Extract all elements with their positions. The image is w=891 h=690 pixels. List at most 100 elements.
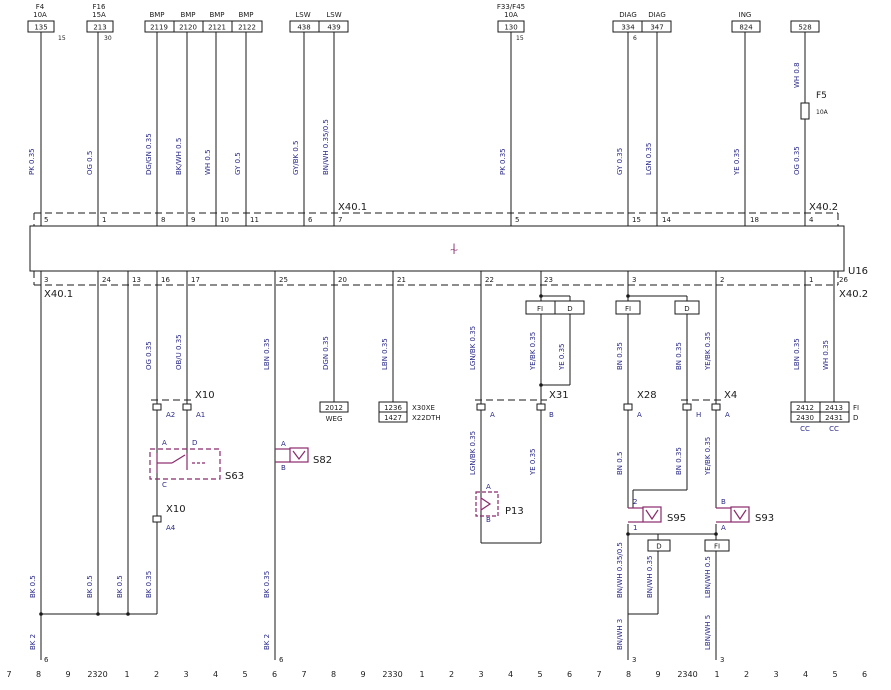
switch-name: S93 bbox=[755, 513, 774, 524]
switch-pin: B bbox=[721, 498, 726, 506]
connector-pin: 3 bbox=[44, 276, 48, 284]
reference-number: 2413 bbox=[825, 404, 843, 412]
connector-top-right-name: X40.2 bbox=[809, 202, 838, 213]
terminal-box-number: 439 bbox=[327, 24, 340, 32]
connector-icon bbox=[152, 403, 162, 411]
reference-boxes: 2012 WEG 1236 1427 X30XE X22DTH 2412 241… bbox=[319, 401, 859, 433]
terminal-pin: 30 bbox=[104, 35, 112, 42]
connector-bottom-right-name: X40.2 bbox=[839, 289, 868, 300]
connector-pin: 4 bbox=[809, 216, 814, 224]
connector-pin: A2 bbox=[166, 411, 175, 419]
connector-pin: 18 bbox=[750, 216, 759, 224]
wire-color-label: YE 0.35 bbox=[529, 448, 537, 476]
wire-color-label: PK 0.35 bbox=[499, 148, 507, 175]
reference-label: X30XE bbox=[412, 404, 435, 412]
circuit-label: BMP bbox=[209, 11, 224, 19]
connector-pin: 22 bbox=[485, 276, 494, 284]
component-s93: S93 B A bbox=[716, 498, 774, 532]
switch-pin: D bbox=[192, 439, 197, 447]
footer-grid-number: 5 bbox=[537, 670, 542, 679]
footer-grid-number: 4 bbox=[508, 670, 513, 679]
ground-pin: 3 bbox=[720, 656, 724, 664]
connector-pin: 13 bbox=[132, 276, 141, 284]
valve-icon bbox=[645, 509, 659, 521]
sensor-icon bbox=[480, 496, 492, 512]
wire-color-label: OG 0.35 bbox=[145, 341, 153, 370]
footer-grid-number: 2320 bbox=[87, 670, 107, 679]
footer-grid-number: 3 bbox=[478, 670, 483, 679]
switch-name: S82 bbox=[313, 455, 332, 466]
switch-pin: A bbox=[281, 440, 286, 448]
footer-grid-number: 1 bbox=[124, 670, 129, 679]
wire-color-label: BN 0.35 bbox=[675, 447, 683, 475]
tag-label: FI bbox=[537, 305, 543, 313]
switch-name: S63 bbox=[225, 471, 244, 482]
connector-icon bbox=[476, 403, 486, 411]
connector-pin: 11 bbox=[250, 216, 259, 224]
terminal-box-number: 135 bbox=[34, 24, 47, 32]
switch-pin: 1 bbox=[633, 524, 637, 532]
valve-icon bbox=[733, 509, 747, 521]
wire-color-label: GY 0.5 bbox=[234, 152, 242, 175]
footer-grid-number: 8 bbox=[36, 670, 41, 679]
connector-pin: 2 bbox=[720, 276, 724, 284]
ground-pin: 3 bbox=[632, 656, 636, 664]
footer-grid-number: 2 bbox=[154, 670, 159, 679]
sensor-p13-body bbox=[475, 491, 499, 517]
terminal-box bbox=[731, 20, 761, 33]
lower-wires bbox=[39, 271, 835, 660]
terminal-box-number: 2120 bbox=[179, 24, 197, 32]
sensor-pin: B bbox=[486, 516, 491, 524]
wire-color-label: LBN 0.35 bbox=[793, 338, 801, 370]
circuit-label: DIAG bbox=[648, 11, 666, 19]
connector-icon bbox=[711, 403, 721, 411]
wire-color-label: WH 0.35 bbox=[822, 340, 830, 370]
footer-grid-number: 9 bbox=[655, 670, 660, 679]
wire-color-label: YE/BK 0.35 bbox=[704, 437, 712, 476]
fuse-f33-id: F33/F45 bbox=[497, 3, 525, 11]
connector-pin: A bbox=[725, 411, 730, 419]
connector-name: X10 bbox=[195, 390, 215, 401]
switch-s82-body bbox=[289, 447, 309, 463]
connector-pin: 15 bbox=[632, 216, 641, 224]
tag-label: D bbox=[684, 305, 689, 313]
connector-pin: A1 bbox=[196, 411, 205, 419]
wire-color-label: BN/WH 0.35 bbox=[646, 556, 654, 598]
terminal-pin: 15 bbox=[58, 35, 66, 42]
tag-label: D bbox=[656, 543, 661, 551]
fuse-f5-icon bbox=[800, 102, 810, 120]
connector-pin: A bbox=[490, 411, 495, 419]
fuse-f16-id: F16 bbox=[93, 3, 106, 11]
fuse-f4-id: F4 bbox=[36, 3, 45, 11]
reference-number: 2430 bbox=[796, 414, 814, 422]
wire-color-label: LGN/BK 0.35 bbox=[469, 431, 477, 475]
wire-color-label: BK/WH 0.5 bbox=[175, 138, 183, 175]
wire-color-label: BN/WH 0.35/0.5 bbox=[616, 542, 624, 598]
transistor-icon: ⍭ bbox=[449, 239, 459, 258]
connector-name: X28 bbox=[637, 390, 657, 401]
connector-pin: 17 bbox=[191, 276, 200, 284]
footer-grid-number: 7 bbox=[301, 670, 306, 679]
component-s95: S95 2 1 bbox=[628, 498, 686, 532]
terminal-box-number: 213 bbox=[93, 24, 106, 32]
wire-color-label: BK 0.5 bbox=[86, 575, 94, 598]
connector-pin: 1 bbox=[102, 216, 106, 224]
wire-color-label: WH 0.8 bbox=[793, 62, 801, 88]
footer-grid-number: 3 bbox=[773, 670, 778, 679]
lower-connectors: X10 A2 A1 X31 A B X28 A X4 H A X10 A4 bbox=[151, 390, 737, 532]
footer-grid-number: 2 bbox=[744, 670, 749, 679]
ground-pins: 6 6 3 3 bbox=[44, 656, 724, 664]
tag-label: FI bbox=[714, 543, 720, 551]
top-wires: F5 10A bbox=[40, 32, 829, 226]
module-name: U16 bbox=[848, 266, 868, 277]
switch-name: S95 bbox=[667, 513, 686, 524]
terminal-box-number: 2122 bbox=[238, 24, 256, 32]
connector-pin: 26 bbox=[839, 276, 848, 284]
wire-color-label: LGN/BK 0.35 bbox=[469, 326, 477, 370]
switch-pin: 2 bbox=[633, 498, 637, 506]
footer-grid-number: 3 bbox=[183, 670, 188, 679]
ground-pin: 6 bbox=[279, 656, 284, 664]
wire-color-label: BN/WH 3 bbox=[616, 619, 624, 650]
